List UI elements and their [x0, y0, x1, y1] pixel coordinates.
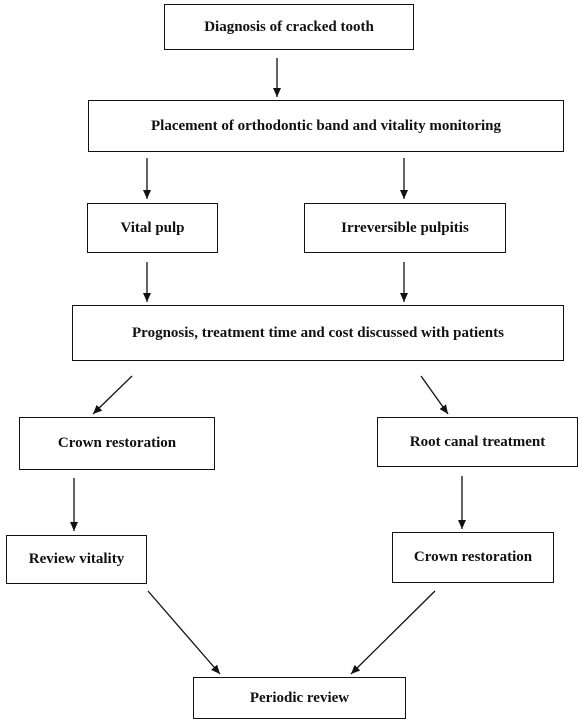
node-band-monitoring: Placement of orthodontic band and vitali…: [88, 100, 564, 152]
node-root-canal-label: Root canal treatment: [409, 433, 546, 450]
node-periodic-review-label: Periodic review: [249, 689, 350, 706]
node-crown-restoration-right-label: Crown restoration: [413, 549, 533, 566]
node-irreversible-pulpitis: Irreversible pulpitis: [304, 203, 506, 253]
node-crown-restoration-right: Crown restoration: [392, 532, 554, 583]
node-crown-restoration-left: Crown restoration: [19, 417, 215, 470]
node-vital-pulp: Vital pulp: [87, 203, 218, 253]
node-prognosis: Prognosis, treatment time and cost discu…: [72, 305, 564, 361]
arrow-crown-restoration-right-to-periodic-review: [350, 590, 436, 675]
node-band-monitoring-label: Placement of orthodontic band and vitali…: [150, 117, 501, 134]
node-review-vitality-label: Review vitality: [28, 551, 125, 568]
node-vital-pulp-label: Vital pulp: [120, 219, 185, 236]
node-diagnosis: Diagnosis of cracked tooth: [164, 4, 414, 50]
node-irreversible-pulpitis-label: Irreversible pulpitis: [341, 219, 469, 236]
node-periodic-review: Periodic review: [193, 677, 406, 719]
node-diagnosis-label: Diagnosis of cracked tooth: [204, 18, 374, 35]
node-prognosis-label: Prognosis, treatment time and cost discu…: [132, 324, 504, 341]
node-crown-restoration-left-label: Crown restoration: [57, 435, 177, 452]
arrow-prognosis-to-crown-restoration-left: [92, 375, 133, 415]
node-review-vitality: Review vitality: [6, 535, 147, 584]
arrow-prognosis-to-root-canal: [420, 375, 449, 415]
arrow-review-vitality-to-periodic-review: [147, 590, 221, 675]
node-root-canal: Root canal treatment: [377, 417, 578, 467]
